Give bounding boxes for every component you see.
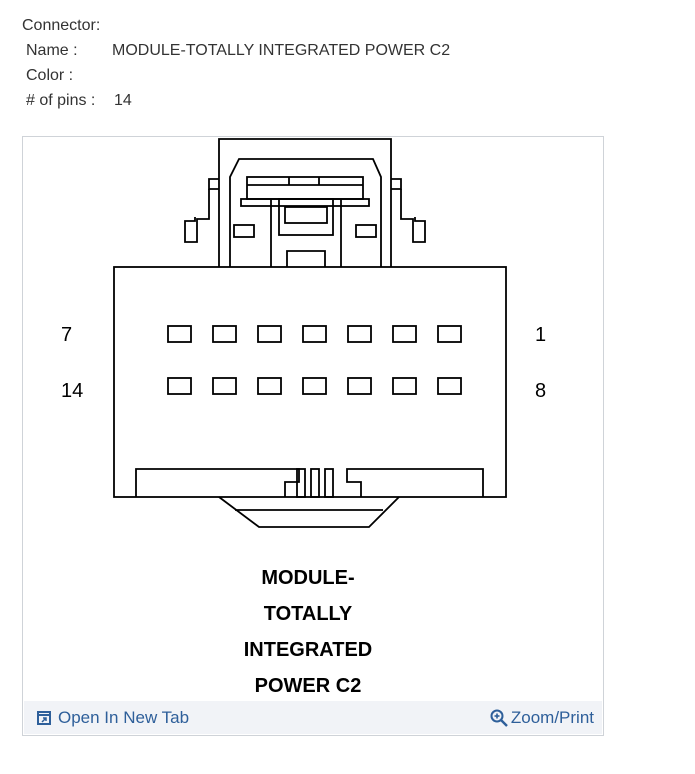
pin-label-1: 1 [535, 324, 546, 346]
zoom-print-label: Zoom/Print [510, 707, 594, 727]
pins-value: 14 [114, 92, 132, 109]
pins-row: # of pins : 14 [22, 88, 450, 113]
pins-label: # of pins : [26, 92, 96, 109]
pin-cavity [392, 325, 417, 343]
caption-line-2: TOTALLY [264, 603, 353, 625]
connector-diagram: 7 1 14 8 MODULE- TOTALLY INTEGRATED POWE… [61, 138, 546, 697]
color-row: Color : [22, 63, 450, 88]
pin-cavity [167, 377, 192, 395]
zoom-in-icon [490, 709, 508, 727]
pin-cavity [437, 325, 462, 343]
connector-heading-row: Connector: [22, 13, 450, 38]
connector-heading: Connector: [22, 17, 101, 34]
open-in-new-tab-label: Open In New Tab [58, 707, 190, 727]
caption-line-1: MODULE- [261, 567, 354, 589]
pin-number-labels: 7 1 14 8 [61, 324, 546, 402]
open-in-new-tab-button[interactable]: Open In New Tab [37, 708, 189, 728]
pin-cavity [167, 325, 192, 343]
pin-cavities [167, 325, 462, 395]
pin-cavity [347, 377, 372, 395]
name-label: Name : [26, 42, 78, 59]
connector-info: Connector: Name : MODULE-TOTALLY INTEGRA… [22, 13, 450, 113]
name-row: Name : MODULE-TOTALLY INTEGRATED POWER C… [22, 38, 450, 63]
pin-cavity [437, 377, 462, 395]
pin-cavity [257, 377, 282, 395]
pin-cavity [212, 325, 237, 343]
pin-label-14: 14 [61, 380, 83, 402]
card-toolbar: Open In New Tab Zoom/Print [24, 701, 602, 734]
connector-card: 7 1 14 8 MODULE- TOTALLY INTEGRATED POWE… [22, 136, 604, 736]
diagram-caption: MODULE- TOTALLY INTEGRATED POWER C2 [244, 567, 373, 697]
name-value: MODULE-TOTALLY INTEGRATED POWER C2 [112, 42, 451, 59]
connector-outline [113, 138, 507, 528]
pin-cavity [212, 377, 237, 395]
open-new-tab-icon [37, 710, 51, 725]
caption-line-3: INTEGRATED [244, 639, 373, 661]
pin-cavity [257, 325, 282, 343]
pin-label-8: 8 [535, 380, 546, 402]
caption-line-4: POWER C2 [255, 675, 362, 697]
pin-cavity [392, 377, 417, 395]
pin-label-7: 7 [61, 324, 72, 346]
zoom-print-button[interactable]: Zoom/Print [490, 708, 594, 728]
pin-cavity [347, 325, 372, 343]
pin-cavity [302, 377, 327, 395]
color-label: Color : [26, 67, 74, 84]
pin-cavity [302, 325, 327, 343]
